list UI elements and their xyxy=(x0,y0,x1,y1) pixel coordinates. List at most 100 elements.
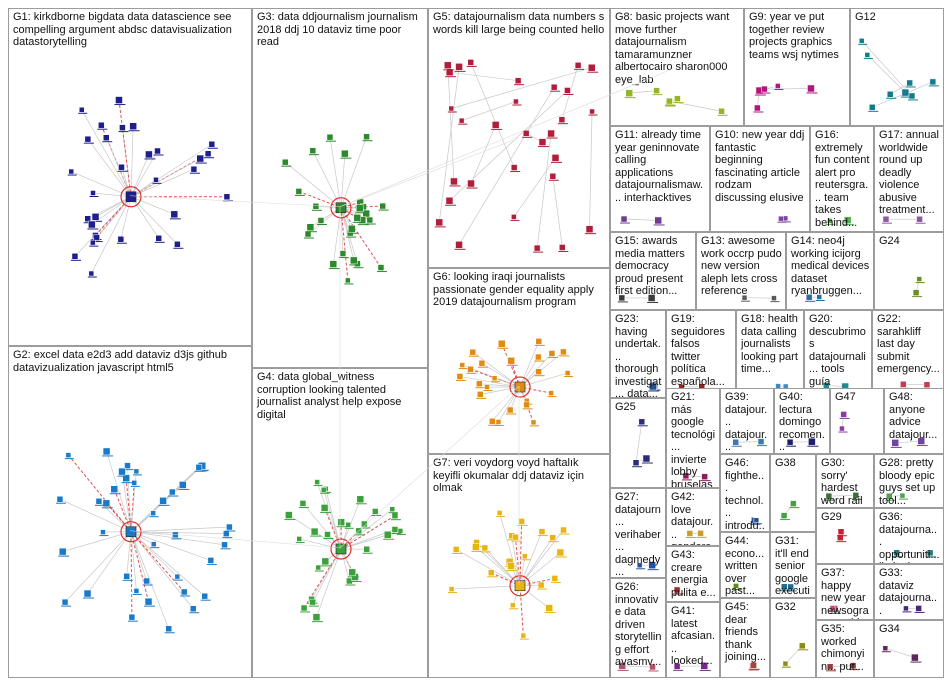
vertex-node[interactable] xyxy=(98,121,105,129)
vertex-node[interactable] xyxy=(366,216,374,224)
vertex-node[interactable] xyxy=(547,129,555,138)
vertex-node[interactable] xyxy=(467,59,474,66)
vertex-node[interactable] xyxy=(153,177,159,183)
vertex-node[interactable] xyxy=(159,497,167,505)
vertex-node[interactable] xyxy=(491,121,500,129)
vertex-node[interactable] xyxy=(123,573,130,580)
group-g40[interactable]: G40: lectura domingo recomen... xyxy=(774,388,830,454)
vertex-node[interactable] xyxy=(697,530,704,537)
vertex-node[interactable] xyxy=(476,380,483,388)
vertex-node[interactable] xyxy=(306,223,315,231)
vertex-node[interactable] xyxy=(348,568,357,577)
group-g38[interactable]: G38 xyxy=(770,454,816,532)
vertex-node[interactable] xyxy=(377,264,385,271)
vertex-node[interactable] xyxy=(666,97,673,105)
vertex-node[interactable] xyxy=(145,150,153,159)
group-g28[interactable]: G28: pretty bloody epic guys set up tool… xyxy=(874,454,944,508)
vertex-node[interactable] xyxy=(916,276,922,282)
vertex-node[interactable] xyxy=(174,241,181,248)
vertex-node[interactable] xyxy=(840,411,847,418)
vertex-node[interactable] xyxy=(849,662,857,669)
group-g21[interactable]: G21: más google tecnológi... invierte lo… xyxy=(666,388,720,488)
hub-node[interactable] xyxy=(125,526,137,538)
group-g26[interactable]: G26: innovative data driven storytelling… xyxy=(610,578,666,678)
vertex-node[interactable] xyxy=(353,214,362,222)
group-g5[interactable]: G5: datajournalism data numbers s words … xyxy=(428,8,610,268)
vertex-node[interactable] xyxy=(88,270,95,277)
vertex-node[interactable] xyxy=(103,134,110,141)
vertex-node[interactable] xyxy=(826,663,834,671)
vertex-node[interactable] xyxy=(223,193,231,201)
vertex-node[interactable] xyxy=(558,116,566,123)
group-g2[interactable]: G2: excel data e2d3 add dataviz d3js git… xyxy=(8,346,252,678)
vertex-node[interactable] xyxy=(548,350,556,357)
vertex-node[interactable] xyxy=(281,158,289,166)
vertex-node[interactable] xyxy=(551,154,560,162)
vertex-node[interactable] xyxy=(320,504,329,512)
vertex-node[interactable] xyxy=(530,419,537,426)
vertex-node[interactable] xyxy=(455,241,463,249)
group-g11[interactable]: G11: already time year geninnovate calli… xyxy=(610,126,710,232)
vertex-node[interactable] xyxy=(204,150,212,157)
vertex-node[interactable] xyxy=(155,235,162,242)
vertex-node[interactable] xyxy=(917,437,926,445)
vertex-node[interactable] xyxy=(893,549,900,556)
vertex-node[interactable] xyxy=(110,485,119,493)
vertex-node[interactable] xyxy=(150,510,156,516)
vertex-node[interactable] xyxy=(329,260,338,268)
vertex-node[interactable] xyxy=(588,63,596,72)
vertex-node[interactable] xyxy=(549,173,557,180)
vertex-node[interactable] xyxy=(88,220,96,229)
vertex-node[interactable] xyxy=(491,375,498,382)
vertex-node[interactable] xyxy=(545,604,553,612)
vertex-node[interactable] xyxy=(133,588,140,594)
vertex-node[interactable] xyxy=(345,277,351,284)
vertex-node[interactable] xyxy=(782,660,789,667)
vertex-node[interactable] xyxy=(775,83,781,89)
vertex-node[interactable] xyxy=(379,202,386,210)
vertex-node[interactable] xyxy=(102,499,111,508)
vertex-node[interactable] xyxy=(585,225,594,233)
vertex-node[interactable] xyxy=(757,438,765,445)
vertex-node[interactable] xyxy=(929,78,937,86)
vertex-node[interactable] xyxy=(496,510,503,516)
vertex-node[interactable] xyxy=(732,438,739,446)
vertex-node[interactable] xyxy=(560,348,567,356)
vertex-node[interactable] xyxy=(903,605,909,612)
vertex-node[interactable] xyxy=(304,230,312,238)
vertex-node[interactable] xyxy=(560,526,567,534)
vertex-node[interactable] xyxy=(916,215,923,223)
vertex-node[interactable] xyxy=(90,239,96,246)
vertex-node[interactable] xyxy=(549,534,556,541)
vertex-node[interactable] xyxy=(780,512,788,519)
vertex-node[interactable] xyxy=(556,548,565,557)
vertex-node[interactable] xyxy=(636,562,643,569)
vertex-node[interactable] xyxy=(673,586,681,594)
group-g36[interactable]: G36: datajourna... opportuniti... limita… xyxy=(874,508,944,564)
vertex-node[interactable] xyxy=(701,473,708,480)
group-g19[interactable]: G19: seguidores falsos twitter política … xyxy=(666,310,736,398)
vertex-node[interactable] xyxy=(754,104,761,112)
group-g33[interactable]: G33: dataviz datajourna... xyxy=(874,564,944,620)
vertex-node[interactable] xyxy=(363,545,370,553)
vertex-node[interactable] xyxy=(523,401,530,409)
vertex-node[interactable] xyxy=(201,592,208,600)
vertex-node[interactable] xyxy=(309,598,316,606)
vertex-node[interactable] xyxy=(787,583,794,591)
vertex-node[interactable] xyxy=(129,122,137,130)
vertex-node[interactable] xyxy=(207,557,215,564)
vertex-node[interactable] xyxy=(337,518,345,526)
vertex-node[interactable] xyxy=(805,294,813,301)
vertex-node[interactable] xyxy=(886,91,894,98)
vertex-node[interactable] xyxy=(674,95,681,102)
vertex-node[interactable] xyxy=(807,84,815,93)
vertex-node[interactable] xyxy=(389,506,396,512)
vertex-node[interactable] xyxy=(93,234,100,241)
vertex-node[interactable] xyxy=(511,214,517,220)
vertex-node[interactable] xyxy=(115,96,123,104)
vertex-node[interactable] xyxy=(363,133,370,140)
vertex-node[interactable] xyxy=(459,362,466,368)
vertex-node[interactable] xyxy=(506,406,514,414)
vertex-node[interactable] xyxy=(321,557,330,566)
